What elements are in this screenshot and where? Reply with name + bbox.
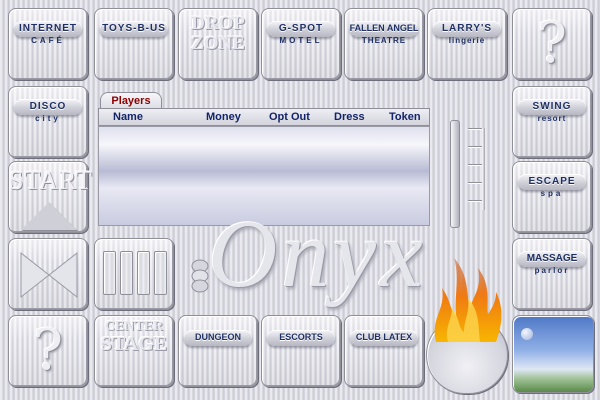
scroll-track[interactable] [450,120,460,228]
column-header-name: Name [113,111,143,123]
column-header-money: Money [206,111,241,123]
bars-icon [103,251,167,295]
tile-subtitle: resort [537,114,567,123]
tile-label-plate [100,21,168,37]
column-header-token: Token [389,111,421,123]
players-panel: Players Name Money Opt Out Dress Token [98,92,430,226]
tile-title: MASSAGE [526,253,578,264]
tile-title: G-SPOT [278,23,324,34]
g-spot-motel-tile[interactable]: G-SPOT MOTEL [261,8,341,80]
drop-zone-tile[interactable]: DROP ZONE [178,8,258,80]
tile-label-plate [518,251,586,267]
chance-tile-top[interactable]: ? [512,8,592,80]
sky-landscape-tile[interactable] [512,315,594,393]
tile-title: DROP [191,13,245,34]
tile-title: DUNGEON [194,332,241,342]
tile-subtitle: CAFÉ [31,36,65,45]
swing-resort-tile[interactable]: SWING resort [512,86,592,158]
tile-title: ESCAPE [528,176,576,187]
moon-icon [521,328,533,340]
tile-label-plate [184,330,252,346]
ring-tile[interactable] [426,316,508,394]
tile-label-plate [14,99,82,115]
escape-spa-tile[interactable]: ESCAPE spa [512,161,592,233]
tile-subtitle: city [35,114,61,123]
center-stage-tile[interactable]: CENTER STAGE [94,315,174,387]
question-mark-icon: ? [536,11,568,76]
tile-title: SWING [532,101,572,112]
escorts-tile[interactable]: ESCORTS [261,315,341,387]
tile-subtitle: spa [540,189,564,198]
tile-title: CLUB LATEX [355,332,413,342]
tile-subtitle: MOTEL [279,36,323,45]
column-header-dress: Dress [334,111,365,123]
massage-parlor-tile[interactable]: MASSAGE parlor [512,238,592,310]
start-tile[interactable]: START [8,161,93,233]
tile-title: CENTER [104,319,164,334]
players-tab[interactable]: Players [100,92,162,109]
question-mark-icon: ? [32,318,64,383]
club-latex-tile[interactable]: CLUB LATEX [344,315,424,387]
toys-b-us-tile[interactable]: TOYS-B-US [94,8,174,80]
internet-cafe-tile[interactable]: INTERNET CAFÉ [8,8,88,80]
tile-label-plate [350,330,418,346]
tile-label-plate [267,21,335,37]
tile-label-plate [14,21,82,37]
dungeon-tile[interactable]: DUNGEON [178,315,258,387]
fallen-angel-theatre-tile[interactable]: FALLEN ANGEL THEATRE [344,8,424,80]
corner-tile[interactable] [8,238,88,310]
tile-label-plate [350,21,418,37]
up-triangle-icon [21,202,77,230]
column-header-opt-out: Opt Out [269,111,310,123]
larrys-lingerie-tile[interactable]: LARRY'S lingerie [427,8,507,80]
token-stack-icon [191,259,209,293]
tile-subtitle: THEATRE [361,36,407,45]
tile-title: ESCORTS [279,332,323,342]
tile-title: LARRY'S [441,23,493,34]
tile-subtitle: ZONE [191,33,245,54]
tile-label-plate [267,330,335,346]
tile-label-plate [518,174,586,190]
tile-title: INTERNET [19,23,77,34]
tile-subtitle: parlor [534,266,570,275]
tile-subtitle: STAGE [100,333,168,355]
bowtie-icon [20,251,78,299]
players-table-header: Name Money Opt Out Dress Token [98,108,430,126]
tile-title: DISCO [29,101,67,112]
tile-title: TOYS-B-US [102,23,166,34]
start-label: START [9,166,93,195]
jail-tile[interactable] [94,238,174,310]
tile-subtitle: lingerie [448,36,486,45]
players-table-body [98,126,430,226]
tile-label-plate [518,99,586,115]
tile-title: FALLEN ANGEL [349,23,419,33]
tile-label-plate [433,21,501,37]
chance-tile-bottom[interactable]: ? [8,315,88,387]
disco-city-tile[interactable]: DISCO city [8,86,88,158]
scroll-ticks [468,128,488,210]
